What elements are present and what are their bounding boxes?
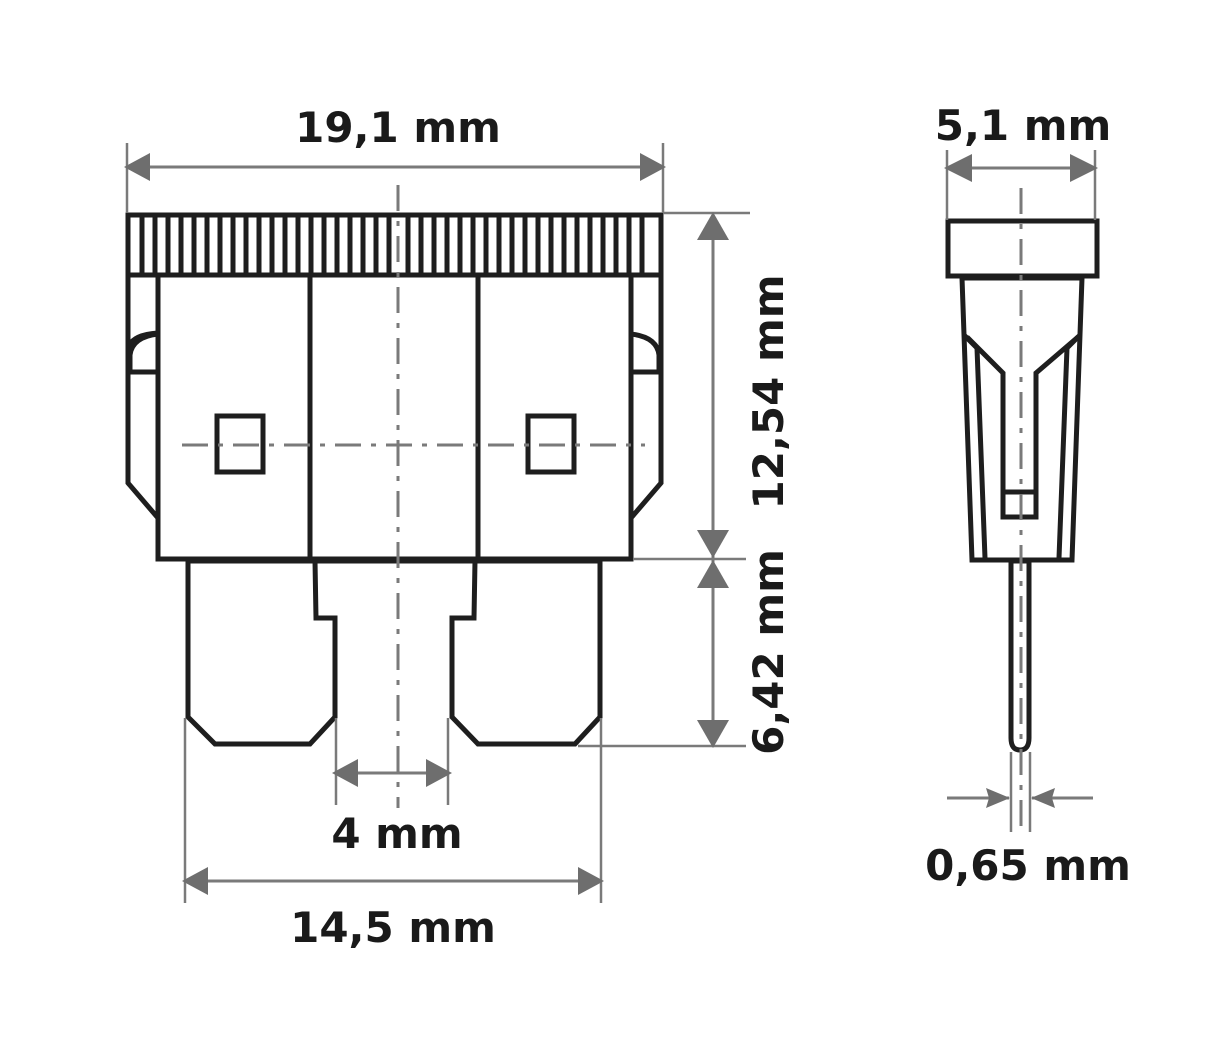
right-side-wing (629, 275, 664, 520)
dim-blade-gap: 4 mm (331, 718, 463, 858)
label-blade-length: 6,42 mm (744, 549, 793, 755)
top-cap-ribbed (125, 212, 664, 278)
label-blade-span: 14,5 mm (290, 903, 496, 952)
dim-overall-thickness: 5,1 mm (935, 101, 1112, 220)
side-view: 5,1 mm 0,65 mm (925, 101, 1131, 890)
dim-overall-width: 19,1 mm (124, 103, 666, 213)
dim-blade-thickness: 0,65 mm (925, 752, 1131, 890)
label-blade-thickness: 0,65 mm (925, 841, 1131, 890)
label-body-height: 12,54 mm (744, 275, 793, 510)
front-view: 19,1 mm 12,54 mm 6,42 mm 4 mm (124, 103, 793, 952)
side-body (959, 275, 1085, 563)
label-overall-width: 19,1 mm (295, 103, 501, 152)
label-overall-thickness: 5,1 mm (935, 101, 1112, 150)
dim-blade-span: 14,5 mm (182, 718, 604, 952)
right-blade (449, 558, 603, 747)
left-side-wing (125, 275, 160, 520)
left-blade (185, 558, 338, 747)
label-blade-gap: 4 mm (331, 809, 462, 858)
dim-heights: 12,54 mm 6,42 mm (578, 211, 793, 755)
